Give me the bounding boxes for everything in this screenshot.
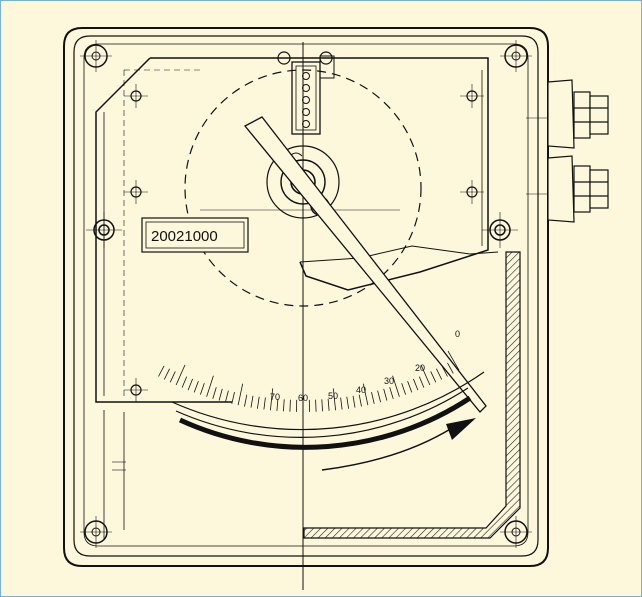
scale-tick: [212, 387, 217, 399]
cable-glands: [547, 79, 609, 223]
scale-tick: [407, 381, 413, 393]
scale-tick: [244, 394, 248, 407]
scale-tick: [332, 388, 336, 411]
scale-tick: [418, 376, 425, 388]
scale-tick: [346, 396, 349, 409]
scale-ticks: [158, 350, 460, 412]
scale-tick: [158, 365, 165, 377]
scale-tick: [389, 387, 394, 399]
scale-tick: [289, 399, 291, 412]
scale-label-70: 70: [270, 392, 280, 402]
scale-tick: [200, 383, 205, 395]
scale-tick: [358, 394, 362, 407]
scale-tick: [447, 362, 454, 374]
housing: [63, 27, 549, 567]
crosshair-marks: [112, 117, 548, 471]
scale-tick: [352, 395, 356, 408]
scale-label-50: 50: [328, 391, 338, 401]
terminal-block: [291, 55, 335, 135]
scale-tick: [225, 390, 229, 403]
scale-tick: [371, 392, 375, 404]
scale-label-30: 30: [384, 376, 394, 386]
scale-tick: [276, 398, 279, 411]
scale-tick: [187, 378, 193, 391]
serial-plate: 20021000: [141, 217, 249, 253]
scale-tick: [163, 368, 170, 380]
scale-tick: [193, 381, 199, 393]
scale-tick: [377, 390, 381, 403]
scale-label-20: 20: [415, 363, 425, 373]
serial-label: 20021000: [151, 228, 218, 245]
chassis-plate: [95, 57, 499, 540]
scale-tick: [231, 392, 235, 404]
scale-tick: [263, 397, 266, 410]
scale-tick: [340, 397, 343, 410]
scale-tick: [420, 364, 431, 386]
scale-tick: [327, 398, 330, 411]
scale-tick: [392, 375, 400, 397]
scale-tick: [401, 383, 406, 395]
scale-tick: [250, 395, 254, 408]
scale-tick: [206, 375, 214, 397]
scale-tick: [447, 350, 460, 371]
scale-labels: 0 20 30 40 50 60 70: [270, 329, 460, 403]
scale-tick: [181, 376, 188, 388]
scale-tick: [169, 371, 176, 383]
scale-tick: [321, 399, 323, 412]
corner-screws: [80, 40, 532, 548]
scale-tick: [436, 368, 443, 380]
scale-tick: [237, 383, 244, 406]
scale-label-40: 40: [356, 385, 366, 395]
scale-tick: [283, 399, 285, 412]
scale-label-60: 60: [298, 393, 308, 403]
direction-arrow: [321, 418, 476, 471]
scale-arc: [171, 371, 485, 450]
scale-tick: [383, 388, 388, 401]
scale-tick: [441, 365, 448, 377]
scale-tick: [270, 388, 274, 411]
scale-tick: [362, 383, 369, 406]
scale-tick: [175, 364, 186, 386]
scale-tick: [430, 371, 437, 383]
pointer-needle: [243, 116, 487, 413]
scale-tick: [218, 388, 223, 401]
hatched-wall: [303, 251, 521, 539]
scale-label-0: 0: [455, 329, 460, 339]
scale-tick: [257, 396, 260, 409]
scale-tick: [315, 399, 317, 412]
scale-tick: [413, 378, 419, 391]
